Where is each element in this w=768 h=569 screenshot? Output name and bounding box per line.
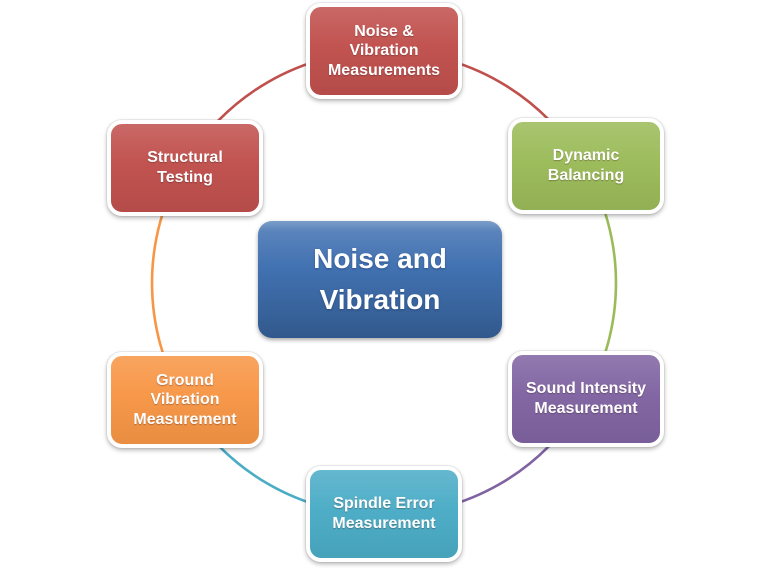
node-label: Dynamic Balancing [548,146,624,185]
node-label: Sound Intensity Measurement [526,379,646,418]
node-label-line: Dynamic [552,147,620,165]
node-label: Structural Testing [147,148,223,187]
node-label-line: Balancing [547,167,625,184]
node-label-line: Measurement [133,410,237,428]
node-label-line: Vibration [150,391,220,409]
node-label-line: Measurements [327,61,441,79]
node-label-line: Measurement [534,400,638,417]
node-structural-testing: Structural Testing [107,120,263,216]
node-center-noise-and-vibration: Noise and Vibration [258,221,502,338]
center-node-label-line: Noise and [313,243,447,275]
node-dynamic-balancing: Dynamic Balancing [508,118,664,214]
node-label-line: Structural [147,149,223,167]
node-label-line: Measurement [332,515,436,532]
node-noise-vibration-measurements: Noise & Vibration Measurements [306,3,462,99]
center-node-label: Noise and Vibration [313,239,447,320]
node-label-line: Sound Intensity [526,380,646,398]
node-label: Spindle Error Measurement [332,494,435,533]
node-label-line: Testing [157,169,213,186]
node-label-line: Noise & [354,22,414,40]
node-label-line: Spindle Error [333,495,435,513]
node-label-line: Ground [156,371,214,389]
node-ground-vibration-measurement: Ground Vibration Measurement [107,352,263,448]
center-node-label-line: Vibration [319,283,441,315]
node-spindle-error-measurement: Spindle Error Measurement [306,466,462,562]
node-label: Ground Vibration Measurement [133,371,236,430]
node-sound-intensity-measurement: Sound Intensity Measurement [508,351,664,447]
node-label: Noise & Vibration Measurements [328,22,440,81]
node-label-line: Vibration [349,42,419,60]
